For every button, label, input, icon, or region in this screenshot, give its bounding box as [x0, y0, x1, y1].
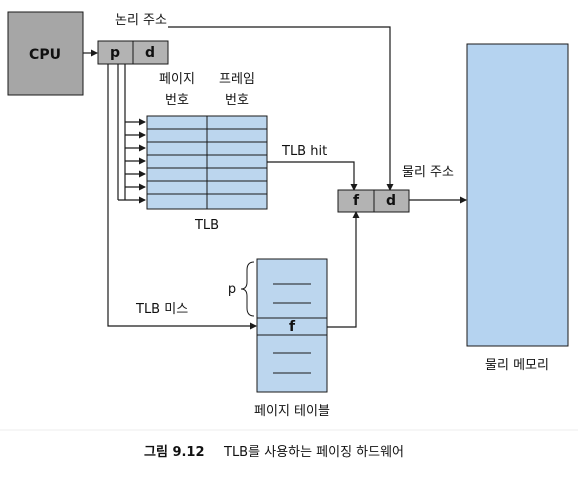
physical-d-field: d: [386, 193, 396, 209]
physical-memory: [466, 43, 569, 347]
tlb-search-arrows: [118, 118, 146, 204]
tlb-frame-header-2: 번호: [225, 93, 249, 108]
physical-address-label: 물리 주소: [402, 165, 454, 180]
logical-p-field: p: [110, 45, 120, 61]
page-table-p-brace: [240, 261, 255, 317]
tlb-page-header-1: 페이지: [159, 72, 195, 87]
caption-text: TLB를 사용하는 페이징 하드웨어: [223, 445, 404, 460]
tlb-frame-header-1: 프레임: [219, 72, 255, 87]
page-table: [256, 258, 328, 393]
page-table-f-entry: f: [289, 319, 296, 335]
caption-number: 그림 9.12: [144, 445, 205, 460]
cpu-box: [7, 11, 84, 96]
physical-f-field: f: [353, 193, 360, 209]
logical-address-label: 논리 주소: [115, 13, 167, 28]
cpu-label: CPU: [29, 47, 61, 63]
tlb-hit-label: TLB hit: [281, 144, 327, 159]
physical-memory-label: 물리 메모리: [485, 358, 549, 373]
page-table-p-label: p: [228, 282, 236, 297]
tlb-miss-label: TLB 미스: [135, 302, 188, 317]
tlb-label: TLB: [194, 218, 219, 233]
page-table-to-frame-arrow: [327, 211, 360, 328]
offset-d-line: [168, 26, 394, 191]
tlb-miss-arrow: [107, 64, 257, 330]
tlb-hit-arrow: [267, 161, 358, 191]
tlb-page-header-2: 번호: [165, 93, 189, 108]
page-table-label: 페이지 테이블: [254, 404, 330, 419]
tlb-table: [146, 115, 268, 210]
logical-d-field: d: [145, 45, 155, 61]
